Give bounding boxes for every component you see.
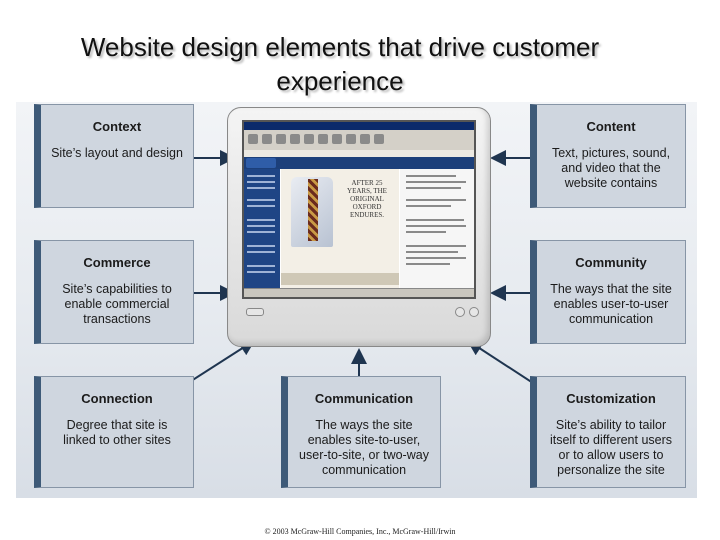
browser-title-bar [244, 122, 474, 130]
content-text: Text, pictures, sound, and video that th… [551, 146, 671, 190]
community-text: The ways that the site enables user-to-u… [550, 282, 672, 326]
communication-box: Communication The ways the site enables … [281, 376, 441, 488]
arrow-connection [187, 339, 256, 384]
context-heading: Context [92, 119, 142, 134]
copyright-note: © 2003 McGraw-Hill Companies, Inc., McGr… [264, 527, 456, 536]
site-main-area: AFTER 25 YEARS, THE ORIGINAL OXFORD ENDU… [281, 169, 399, 289]
community-box: Community The ways that the site enables… [530, 240, 686, 344]
context-box: Context Site’s layout and design [34, 104, 194, 208]
monitor-knob-icon [469, 307, 479, 317]
community-heading: Community [575, 255, 647, 270]
site-ad-text: AFTER 25 YEARS, THE ORIGINAL OXFORD ENDU… [347, 179, 387, 219]
content-box: Content Text, pictures, sound, and video… [530, 104, 686, 208]
commerce-heading: Commerce [83, 255, 151, 270]
site-logo [246, 158, 276, 168]
browser-toolbar [244, 130, 474, 151]
connection-heading: Connection [81, 391, 153, 406]
arrow-customization [466, 339, 534, 384]
monitor-knob-icon [455, 307, 465, 317]
customization-text: Site’s ability to tailor itself to diffe… [549, 418, 673, 477]
commerce-box: Commerce Site’s capabilities to enable c… [34, 240, 194, 344]
monitor-illustration: AFTER 25 YEARS, THE ORIGINAL OXFORD ENDU… [227, 107, 491, 347]
communication-text: The ways the site enables site-to-user, … [299, 418, 429, 477]
communication-heading: Communication [314, 391, 414, 406]
monitor-screen: AFTER 25 YEARS, THE ORIGINAL OXFORD ENDU… [242, 120, 476, 299]
context-text: Site’s layout and design [51, 146, 183, 160]
site-nav-bar [244, 157, 474, 169]
tie-image [308, 179, 318, 241]
customization-heading: Customization [566, 391, 656, 406]
slide-title: Website design elements that drive custo… [80, 32, 600, 96]
content-heading: Content [586, 119, 636, 134]
connection-box: Connection Degree that site is linked to… [34, 376, 194, 488]
site-right-column [400, 169, 474, 289]
monitor-power-button [246, 308, 264, 316]
site-ad-bar [281, 273, 399, 285]
site-sidebar [244, 169, 280, 289]
customization-box: Customization Site’s ability to tailor i… [530, 376, 686, 488]
connection-text: Degree that site is linked to other site… [63, 418, 171, 447]
commerce-text: Site’s capabilities to enable commercial… [62, 282, 172, 326]
os-taskbar [244, 288, 474, 297]
